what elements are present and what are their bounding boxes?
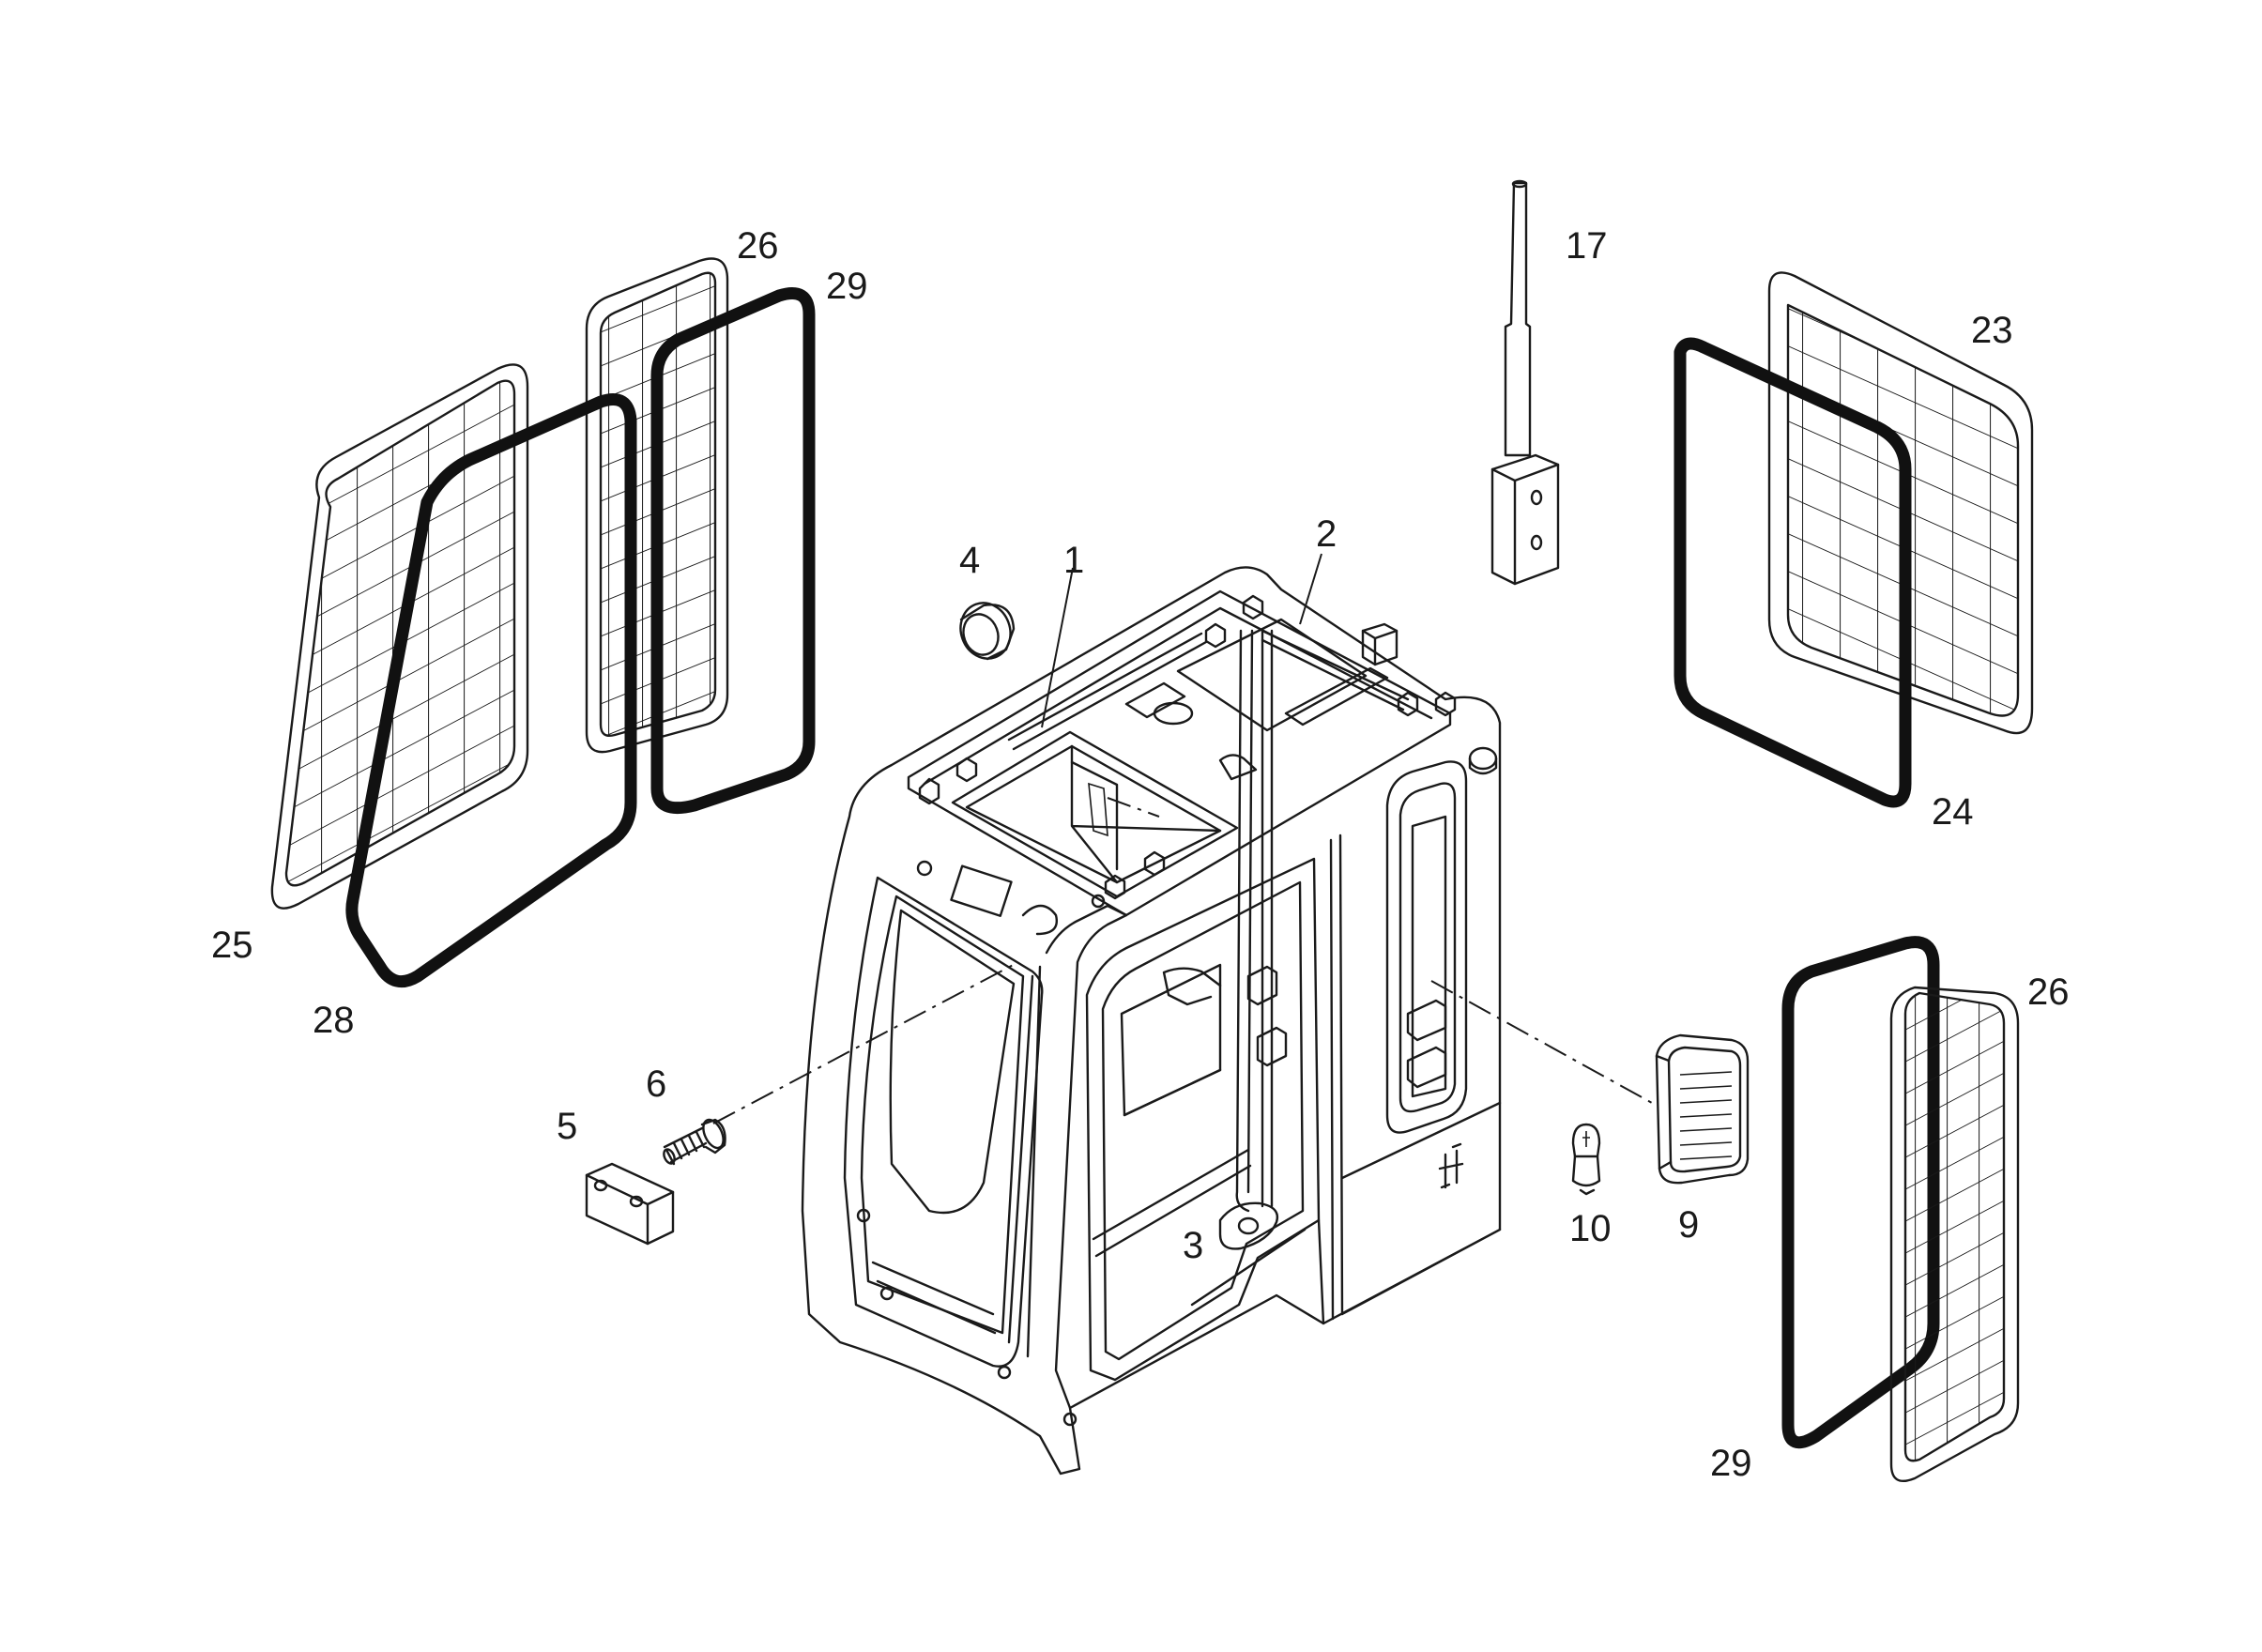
label-25: 25	[211, 925, 253, 966]
label-28: 28	[313, 1000, 355, 1041]
part-29-gasket-top	[650, 287, 816, 815]
label-24: 24	[1932, 791, 1974, 833]
label-9: 9	[1678, 1204, 1699, 1246]
label-1: 1	[1063, 540, 1084, 581]
label-10: 10	[1569, 1208, 1612, 1249]
leader-lines	[712, 553, 1653, 1124]
part-4-grommet	[959, 602, 1016, 661]
part-5-plate	[585, 1162, 675, 1246]
label-29-top: 29	[826, 266, 868, 307]
label-26-bottom: 26	[2027, 971, 2070, 1013]
label-4: 4	[959, 540, 980, 581]
part-17-antenna	[1490, 179, 1560, 586]
part-6-bolt	[663, 1118, 726, 1166]
label-29-bottom: 29	[1710, 1443, 1752, 1484]
cab-frame	[801, 566, 1502, 1476]
label-26-top: 26	[737, 225, 779, 267]
label-6: 6	[646, 1063, 666, 1105]
part-10-bulb	[1571, 1123, 1601, 1196]
part-28-gasket	[345, 393, 637, 988]
label-5: 5	[557, 1106, 577, 1147]
label-23: 23	[1971, 310, 2013, 351]
label-17: 17	[1566, 225, 1608, 267]
part-26-small-grille-bottom	[1889, 986, 2020, 1483]
part-24-gasket	[1674, 337, 1912, 808]
callout-labels: 1 2 3 4 5 6 9 10 17 23 24 25 26 26 28 29…	[211, 225, 2070, 1484]
part-9-lamp	[1655, 1033, 1750, 1185]
label-2: 2	[1316, 513, 1337, 555]
label-3: 3	[1183, 1225, 1203, 1266]
